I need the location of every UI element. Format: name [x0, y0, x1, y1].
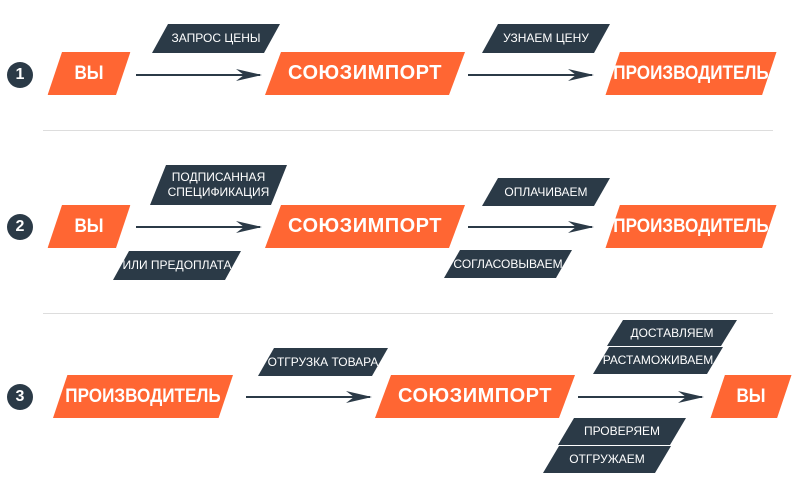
label-customs: РАСТАМОЖИВАЕМ: [593, 347, 723, 374]
label-price-request: ЗАПРОС ЦЕНЫ: [152, 24, 280, 53]
node-manufacturer: ПРОИЗВОДИТЕЛЬ: [53, 375, 233, 418]
divider: [43, 130, 773, 131]
node-manufacturer: ПРОИЗВОДИТЕЛЬ: [606, 52, 777, 95]
node-soyuzimport: СОЮЗИМПОРТ: [375, 375, 575, 418]
node-soyuzimport: СОЮЗИМПОРТ: [265, 52, 465, 95]
node-you: ВЫ: [711, 375, 792, 418]
label-signed-spec: ПОДПИСАННАЯ СПЕЦИФИКАЦИЯ: [150, 165, 287, 205]
divider: [43, 313, 773, 314]
label-check: ПРОВЕРЯЕМ: [558, 418, 686, 445]
arrow-icon: [136, 221, 262, 233]
label-we-pay: ОПЛАЧИВАЕМ: [482, 178, 610, 206]
arrow-icon: [136, 69, 262, 81]
node-you: ВЫ: [48, 205, 131, 248]
step-number: 2: [7, 214, 33, 240]
node-soyuzimport: СОЮЗИМПОРТ: [265, 205, 465, 248]
label-shipment: ОТГРУЗКА ТОВАРА: [258, 348, 388, 376]
label-deliver: ДОСТАВЛЯЕМ: [607, 320, 737, 346]
label-learn-price: УЗНАЕМ ЦЕНУ: [482, 24, 610, 53]
label-prepayment: ИЛИ ПРЕДОПЛАТА: [113, 251, 241, 280]
label-ship-out: ОТГРУЖАЕМ: [543, 446, 671, 473]
label-we-agree: СОГЛАСОВЫВАЕМ: [444, 250, 572, 278]
node-manufacturer: ПРОИЗВОДИТЕЛЬ: [606, 205, 777, 248]
arrow-icon: [468, 221, 594, 233]
arrow-icon: [578, 391, 704, 403]
node-you: ВЫ: [48, 52, 131, 95]
arrow-icon: [246, 391, 372, 403]
step-number: 3: [7, 384, 33, 410]
arrow-icon: [468, 69, 594, 81]
step-number: 1: [7, 62, 33, 88]
